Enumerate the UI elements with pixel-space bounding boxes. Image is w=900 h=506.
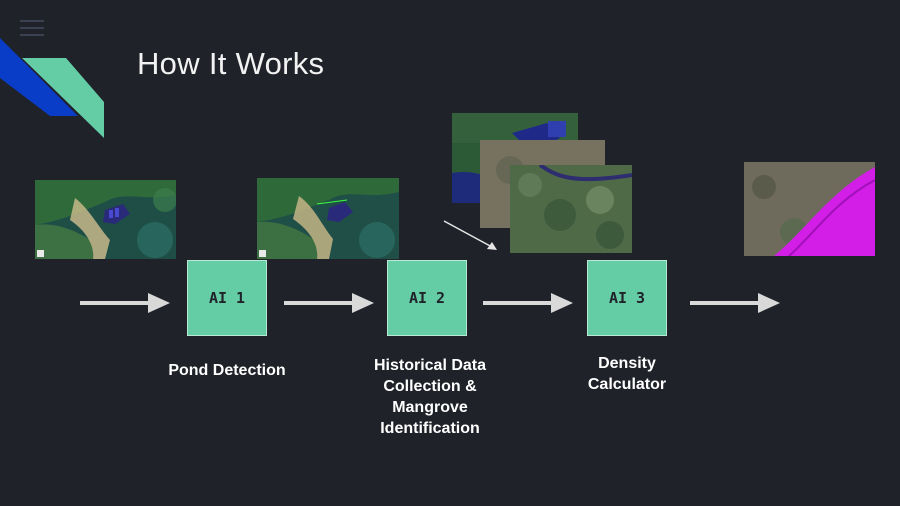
ai-2-box: AI 2 (387, 260, 467, 336)
right-arrow-icon (483, 293, 573, 313)
ai-3-label: AI 3 (608, 289, 646, 307)
ai-1-label: AI 1 (208, 289, 246, 307)
ai-1-box: AI 1 (187, 260, 267, 336)
ai-3-box: AI 3 (587, 260, 667, 336)
density-calculator-image (744, 162, 875, 256)
menu-icon[interactable] (20, 20, 44, 38)
historical-data-satellite-image (257, 178, 399, 259)
slide-title: How It Works (137, 46, 325, 81)
mangrove-identification-image (510, 165, 632, 253)
right-arrow-icon (690, 293, 780, 313)
right-arrow-icon (80, 293, 170, 313)
decorative-corner-shapes (0, 38, 104, 138)
step-1-caption: Pond Detection (168, 362, 286, 379)
step-3-caption: Density Calculator (587, 355, 667, 393)
step-2-caption: Historical Data Collection & Mangrove Id… (373, 357, 487, 437)
ai-2-label: AI 2 (408, 289, 446, 307)
pond-detection-satellite-image (35, 180, 176, 259)
right-arrow-icon (284, 293, 374, 313)
diagonal-arrow-icon (443, 220, 497, 250)
